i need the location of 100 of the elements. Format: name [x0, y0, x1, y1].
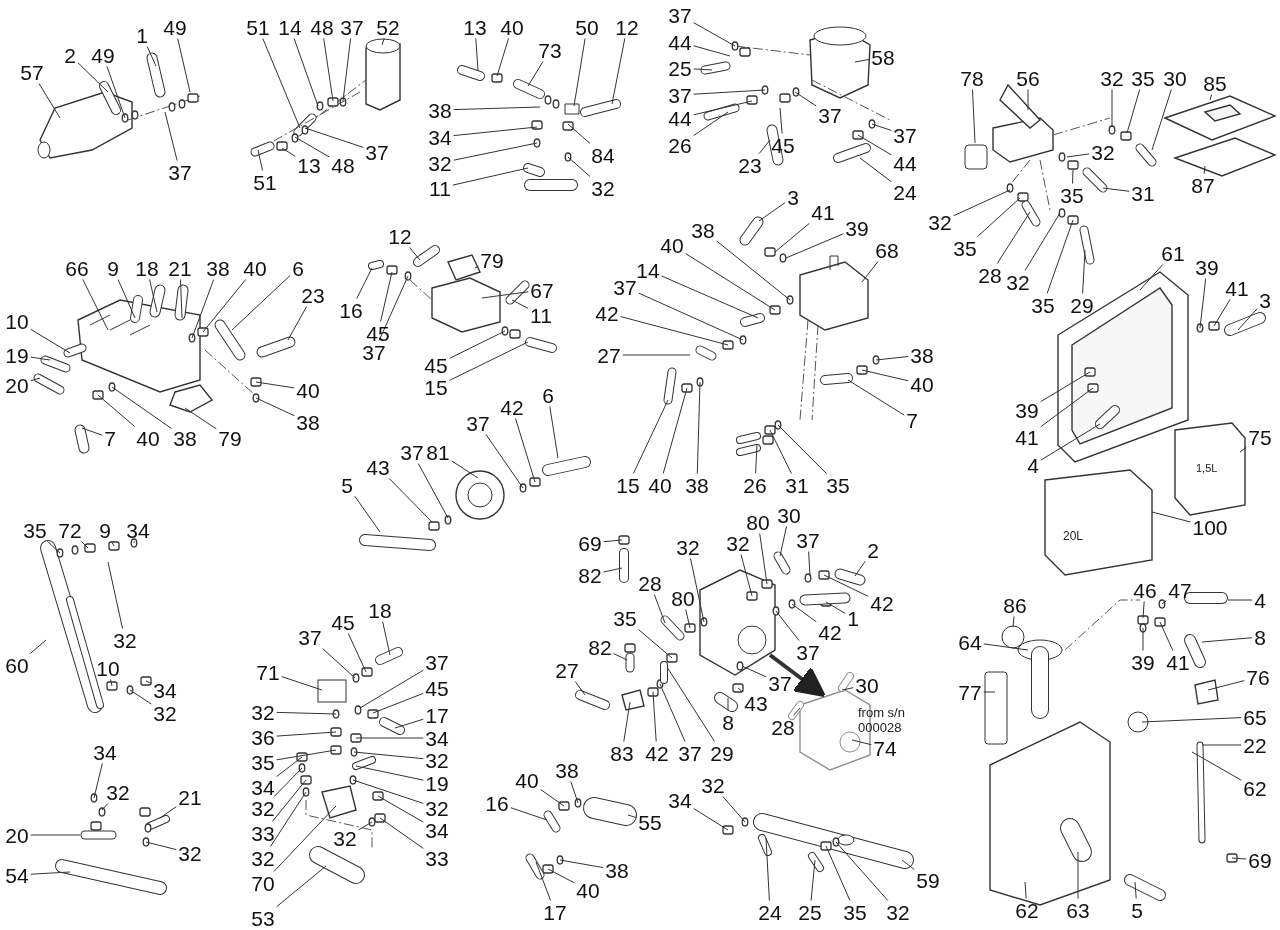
callout-number: 60 [4, 654, 30, 676]
small-canister-drawing [1174, 422, 1246, 516]
leader-line [117, 279, 136, 319]
leader-line [693, 68, 713, 71]
leader-line [409, 247, 421, 261]
callout-number: 18 [367, 599, 393, 621]
callout-number: 69 [1247, 849, 1273, 871]
callout-number: 37 [667, 84, 693, 106]
leader-line [535, 861, 552, 901]
leader-line [276, 711, 337, 715]
leader-line [953, 189, 1011, 217]
callout-number: 3 [786, 186, 800, 208]
leader-line [662, 387, 688, 474]
callout-number: 32 [177, 842, 203, 864]
callout-number: 10 [95, 657, 121, 679]
leader-line [377, 795, 424, 823]
callout-number: 34 [250, 776, 276, 798]
leader-line [573, 38, 586, 107]
leader-line [638, 629, 673, 659]
leader-line [30, 356, 51, 361]
hydraulic-cylinder-drawing [40, 538, 152, 713]
callout-number: 55 [637, 811, 663, 833]
leader-line [861, 369, 909, 382]
callout-number: 78 [959, 67, 985, 89]
leader-line [559, 859, 604, 869]
leader-line [38, 83, 61, 119]
callout-number: 35 [22, 519, 48, 541]
callout-number: 57 [19, 61, 45, 83]
capacity-label: 20L [1063, 530, 1084, 544]
callout-number: 65 [1242, 706, 1268, 728]
leader-line [1012, 616, 1015, 628]
callout-number: 37 [667, 4, 693, 26]
leader-line [106, 66, 126, 119]
callout-number: 35 [825, 474, 851, 496]
leader-line [693, 111, 729, 137]
leader-line [1102, 187, 1130, 192]
callout-number: 45 [330, 611, 356, 633]
leader-line [1134, 881, 1137, 899]
leader-line [547, 868, 575, 884]
leader-line [741, 665, 767, 678]
callout-number: 40 [575, 879, 601, 901]
leader-line [111, 386, 172, 429]
leader-line [622, 354, 691, 356]
callout-number: 32 [250, 797, 276, 819]
callout-number: 35 [1059, 184, 1085, 206]
callout-number: 27 [554, 659, 580, 681]
leader-line [1027, 89, 1029, 111]
leader-line [996, 211, 1031, 264]
leader-line [901, 859, 915, 870]
leader-line [30, 328, 71, 354]
leader-line [159, 806, 177, 819]
leader-line [485, 434, 524, 489]
leader-line [515, 418, 536, 483]
leader-line [262, 38, 301, 129]
callout-number: 32 [885, 901, 911, 923]
callout-number: 63 [1065, 899, 1091, 921]
callout-number: 53 [250, 907, 276, 929]
callout-number: 56 [1015, 67, 1041, 89]
callout-number: 20 [4, 374, 30, 396]
leader-line [1024, 212, 1061, 271]
leader-line [652, 691, 657, 742]
callout-number: 29 [709, 742, 735, 764]
callout-number: 68 [874, 239, 900, 261]
leader-line [257, 149, 263, 171]
leader-line [271, 779, 307, 822]
leader-line [1161, 600, 1167, 605]
callout-number: 37 [297, 626, 323, 648]
leader-line [1209, 94, 1213, 101]
leader-line [841, 687, 854, 691]
callout-number: 23 [737, 154, 763, 176]
callout-number: 69 [577, 532, 603, 554]
callout-number: 15 [423, 376, 449, 398]
leader-line [475, 38, 479, 71]
callout-number: 49 [90, 44, 116, 66]
callout-number: 64 [957, 631, 983, 653]
callout-number: 61 [1160, 242, 1186, 264]
leader-line [1213, 299, 1231, 327]
large-canister-drawing [1044, 469, 1153, 576]
callout-number: 32 [250, 701, 276, 723]
callout-number: 41 [810, 201, 836, 223]
callout-number: 41 [1165, 651, 1191, 673]
callout-number: 13 [462, 16, 488, 38]
callout-number: 37 [361, 341, 387, 363]
cover-plate-drawing [1163, 95, 1277, 177]
leader-line [287, 306, 308, 341]
callout-number: 40 [242, 257, 268, 279]
leader-line [758, 139, 771, 154]
callout-number: 39 [1014, 399, 1040, 421]
callout-number: 20 [4, 824, 30, 846]
callout-number: 11 [529, 304, 553, 326]
callout-number: 43 [365, 456, 391, 478]
leader-line [693, 89, 766, 95]
callout-number: 32 [105, 781, 131, 803]
callout-number: 18 [134, 257, 160, 279]
leader-line [1207, 680, 1245, 691]
callout-number: 32 [112, 629, 138, 651]
callout-number: 25 [667, 57, 693, 79]
callout-number: 37 [465, 412, 491, 434]
callout-number: 76 [1245, 666, 1271, 688]
callout-number: 5 [340, 474, 354, 496]
